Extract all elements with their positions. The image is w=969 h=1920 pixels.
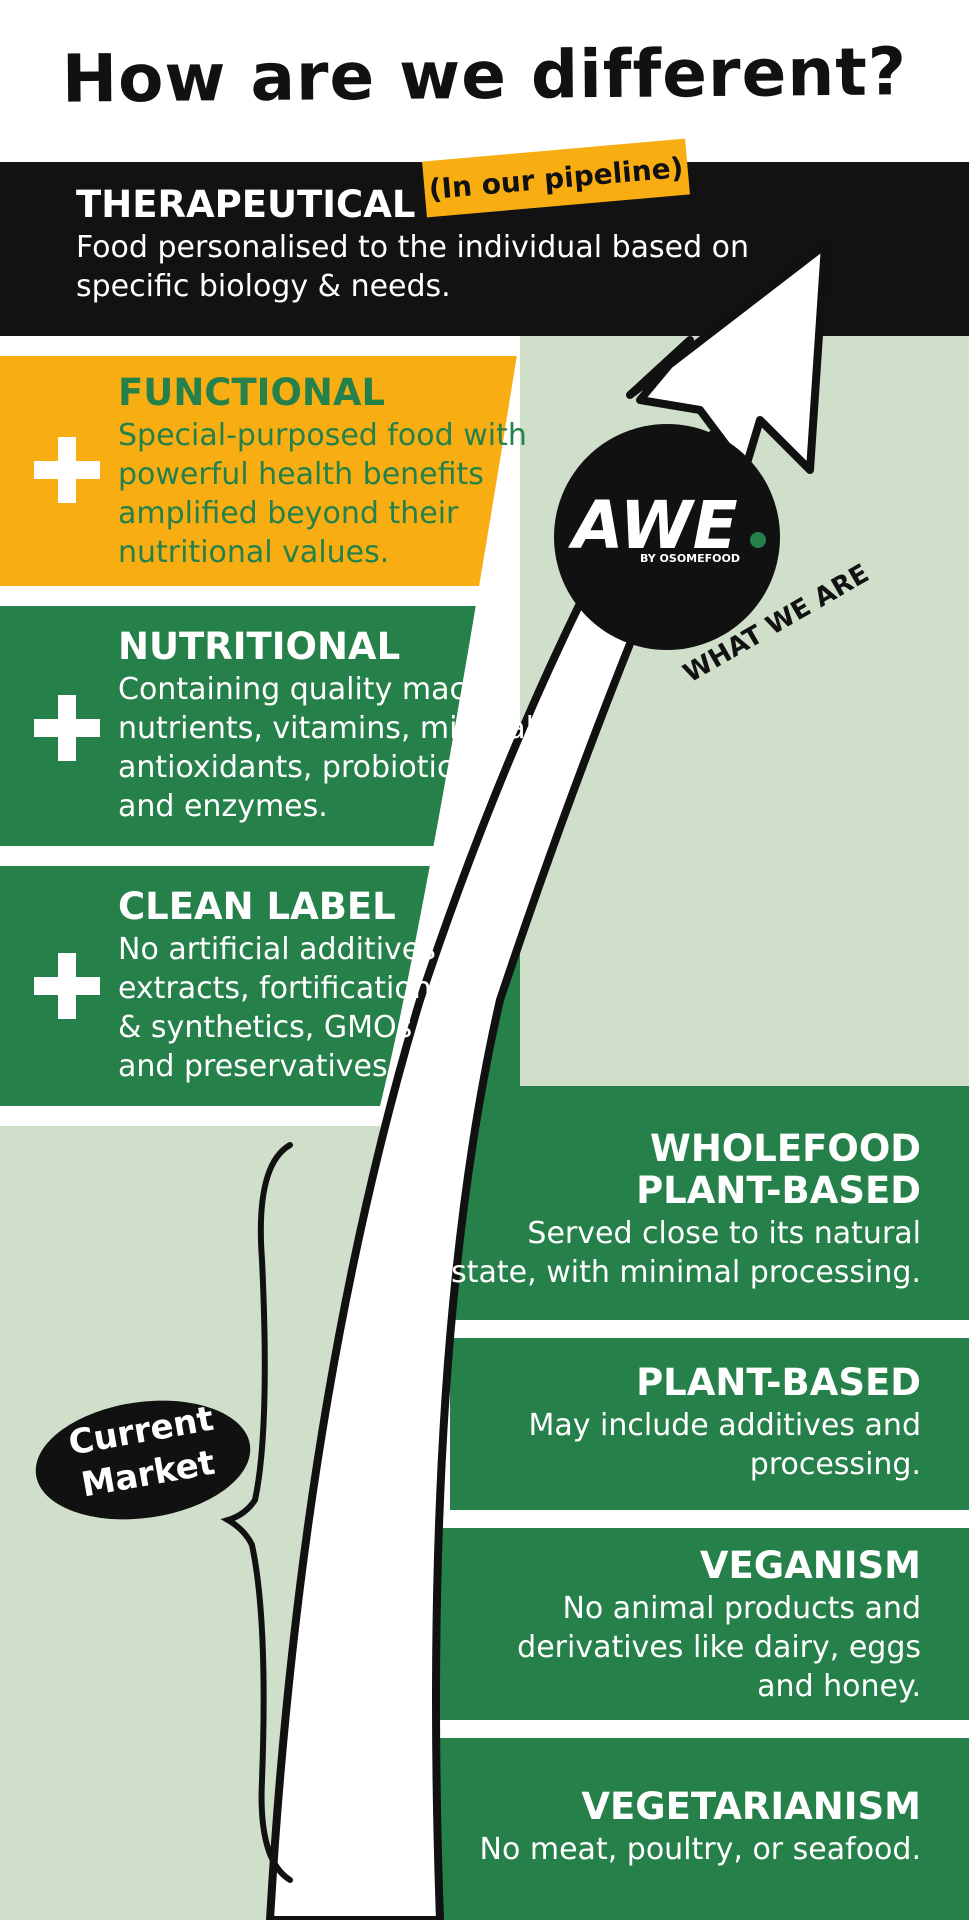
tier-heading: PLANT-BASED: [636, 1361, 921, 1404]
tier-line: specific biology & needs.: [76, 269, 451, 304]
tier-line: processing.: [749, 1447, 921, 1482]
tier-heading: WHOLEFOOD: [650, 1127, 921, 1170]
logo-text: AWE: [567, 487, 737, 564]
tier-line: Containing quality macro: [118, 672, 497, 707]
tier-clean-label: CLEAN LABEL No artificial additives, ext…: [118, 886, 447, 1086]
tier-heading: NUTRITIONAL: [118, 625, 401, 668]
wholefood-band: [450, 1106, 969, 1320]
tier-line: state, with minimal processing.: [451, 1255, 921, 1290]
tier-line: Special-purposed food with: [118, 418, 527, 453]
tier-vegetarianism: VEGETARIANISM No meat, poultry, or seafo…: [480, 1786, 921, 1869]
tier-line: No artificial additives,: [118, 932, 446, 967]
tier-line: antioxidants, probiotics: [118, 750, 469, 785]
tier-line: nutrients, vitamins, minerals,: [118, 711, 560, 746]
tier-veganism: VEGANISM No animal products and derivati…: [517, 1545, 921, 1706]
vegetarianism-band: [430, 1738, 969, 1920]
tier-line: and preservatives.: [118, 1049, 398, 1084]
tier-nutritional: NUTRITIONAL Containing quality macro nut…: [118, 626, 559, 826]
tier-functional: FUNCTIONAL Special-purposed food with po…: [118, 372, 527, 572]
tier-line: Served close to its natural: [527, 1216, 921, 1251]
tier-line: No animal products and: [562, 1591, 921, 1626]
tier-line: Food personalised to the individual base…: [76, 230, 750, 265]
tier-line: powerful health benefits: [118, 457, 484, 492]
tier-therapeutical: THERAPEUTICAL Food personalised to the i…: [76, 184, 749, 306]
tier-heading: PLANT-BASED: [636, 1169, 921, 1212]
logo-dot-icon: [750, 532, 766, 548]
tier-line: and honey.: [757, 1669, 921, 1704]
tier-line: derivatives like dairy, eggs: [517, 1630, 921, 1665]
plus-icon: [34, 953, 100, 1019]
tier-heading: CLEAN LABEL: [118, 885, 396, 928]
veganism-band: [430, 1528, 969, 1720]
tier-line: No meat, poultry, or seafood.: [479, 1832, 921, 1867]
plant-based-band: [450, 1338, 969, 1510]
plus-icon: [34, 437, 100, 503]
tier-heading: THERAPEUTICAL: [76, 183, 416, 226]
tier-heading: FUNCTIONAL: [118, 371, 386, 414]
tier-wholefood-plant-based: WHOLEFOOD PLANT-BASED Served close to it…: [451, 1128, 921, 1292]
tier-line: nutritional values.: [118, 535, 390, 570]
tier-line: extracts, fortifications: [118, 971, 448, 1006]
tier-heading: VEGETARIANISM: [581, 1785, 921, 1828]
tier-heading: VEGANISM: [699, 1544, 921, 1587]
logo-subtext: BY OSOMEFOOD: [640, 552, 740, 565]
tier-line: amplified beyond their: [118, 496, 459, 531]
plus-icon: [34, 695, 100, 761]
tier-line: May include additives and: [528, 1408, 921, 1443]
tier-line: & synthetics, GMOs: [118, 1010, 413, 1045]
tier-line: and enzymes.: [118, 789, 328, 824]
tier-plant-based: PLANT-BASED May include additives and pr…: [528, 1362, 921, 1484]
